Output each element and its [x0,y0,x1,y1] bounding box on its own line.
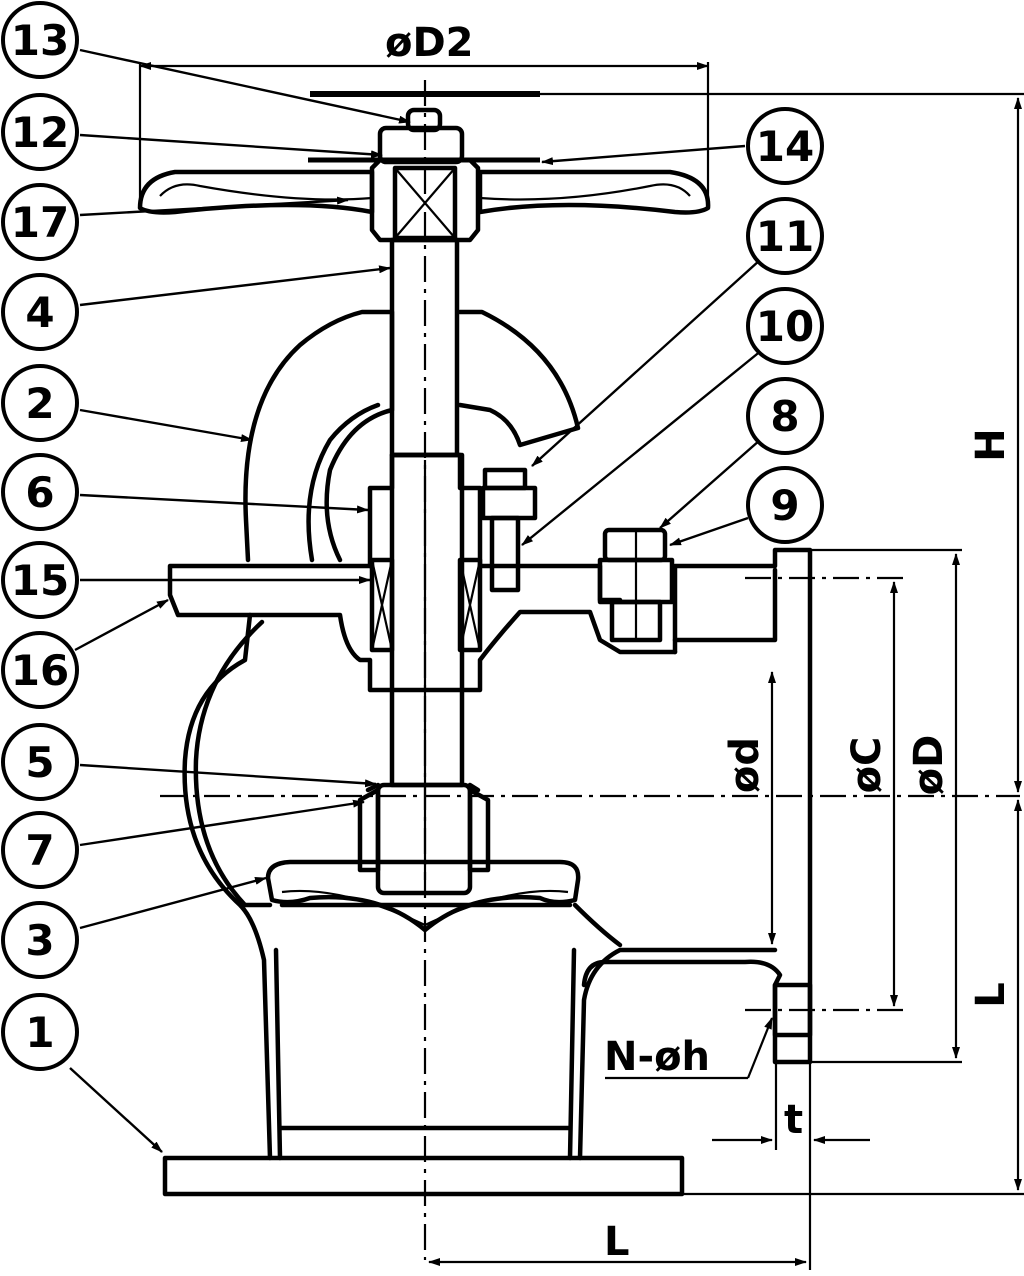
dimension-lines [138,62,1024,1270]
callout-6: 6 [1,453,79,531]
svg-text:3: 3 [25,916,54,965]
packing [369,557,483,653]
svg-text:2: 2 [25,379,54,428]
callout-16: 16 [1,631,79,709]
dim-label-l-vertical: L [968,982,1014,1008]
dim-label-bolt-holes: N-øh [604,1034,710,1080]
callout-8: 8 [746,377,824,455]
svg-text:6: 6 [25,468,54,517]
svg-text:8: 8 [770,392,799,441]
svg-text:1: 1 [25,1008,54,1057]
dim-label-bore: ød [722,737,768,793]
svg-text:17: 17 [11,198,69,247]
callout-13: 13 [1,1,79,79]
svg-text:13: 13 [11,16,69,65]
valve-body [162,309,813,1197]
callout-12: 12 [1,93,79,171]
svg-text:5: 5 [25,738,54,787]
svg-text:14: 14 [756,122,814,171]
bolts [480,467,675,643]
center-lines [160,80,1020,1260]
callout-9: 9 [746,466,824,544]
callout-5: 5 [1,723,79,801]
stem [357,237,491,896]
callout-3: 3 [1,901,79,979]
svg-text:4: 4 [25,288,54,337]
dim-label-bolt-circle: øC [844,737,890,794]
dim-label-flange-diameter: øD [906,735,952,796]
dim-label-d2: øD2 [385,20,474,66]
svg-text:12: 12 [11,108,69,157]
svg-text:7: 7 [25,826,54,875]
dim-label-l-horizontal: L [604,1219,630,1265]
handwheel [137,91,711,243]
svg-text:9: 9 [770,481,799,530]
dim-label-thickness: t [784,1097,803,1143]
svg-text:15: 15 [11,556,69,605]
callout-2: 2 [1,364,79,442]
disc [265,859,581,933]
callout-17: 17 [1,183,79,261]
leader-lines [69,48,763,1153]
callout-11: 11 [746,197,824,275]
callout-7: 7 [1,811,79,889]
callout-15: 15 [1,541,79,619]
svg-text:11: 11 [756,212,814,261]
callout-10: 10 [746,287,824,365]
svg-text:10: 10 [756,302,814,351]
callout-1: 1 [1,993,79,1071]
svg-text:16: 16 [11,646,69,695]
callout-4: 4 [1,273,79,351]
callout-14: 14 [746,107,824,185]
dim-label-h: H [968,428,1014,461]
